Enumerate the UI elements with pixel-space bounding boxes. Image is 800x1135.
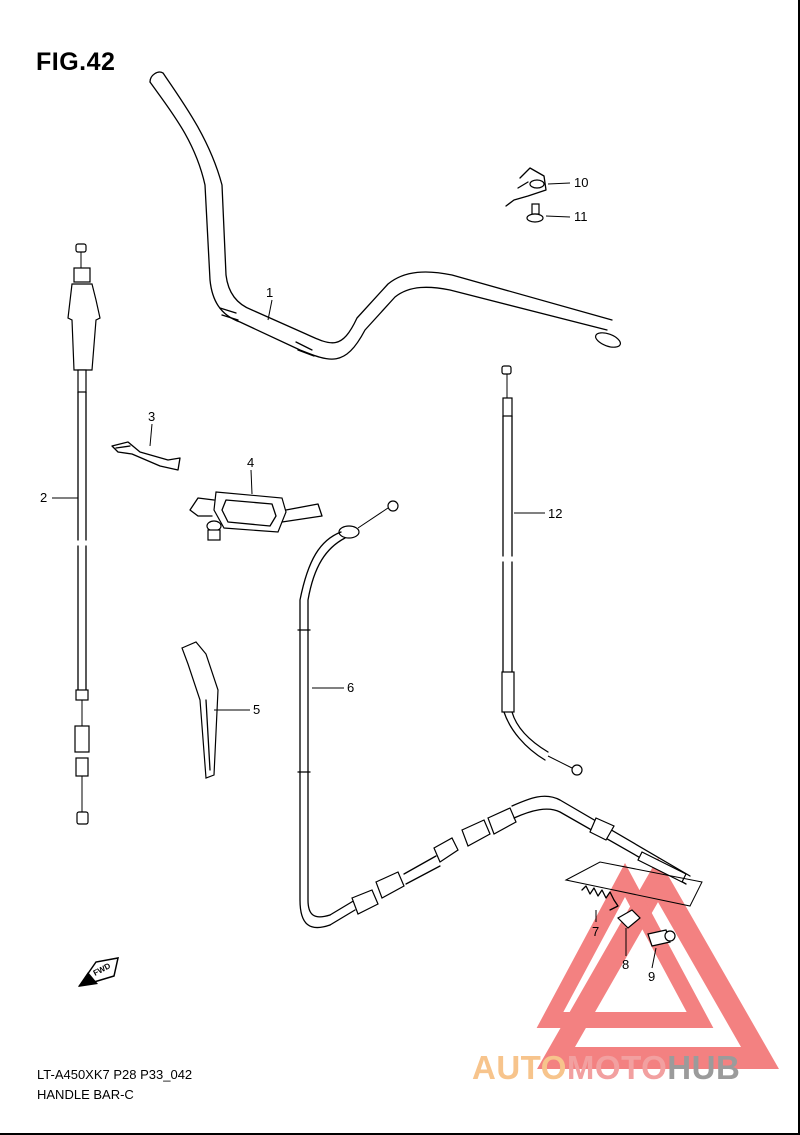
callout-2: 2 xyxy=(40,490,47,505)
callout-5: 5 xyxy=(253,702,260,717)
cable-part-12 xyxy=(501,365,583,776)
watermark-auto: AUTO xyxy=(472,1049,567,1086)
fwd-arrow: FWD xyxy=(78,957,119,987)
callout-7: 7 xyxy=(592,924,599,939)
watermark-moto: MOTO xyxy=(566,1049,668,1086)
spring-part-7 xyxy=(581,885,619,911)
collar-part-8 xyxy=(617,909,641,929)
parts-box-7-8-9 xyxy=(564,861,703,907)
cable-tie-part-5 xyxy=(181,641,219,779)
figure-name: HANDLE BAR-C xyxy=(37,1087,134,1102)
callout-11: 11 xyxy=(574,209,588,224)
callout-1: 1 xyxy=(266,285,273,300)
figure-title: FIG.42 xyxy=(36,48,116,76)
bracket-part-10 xyxy=(505,167,547,207)
pin-part-9 xyxy=(647,929,676,947)
holder-part-4 xyxy=(189,491,323,541)
watermark-text: AUTOMOTOHUB xyxy=(472,1049,740,1087)
watermark-hub: HUB xyxy=(667,1049,741,1086)
callout-12: 12 xyxy=(548,506,562,521)
callout-9: 9 xyxy=(648,969,655,984)
bolt-part-11 xyxy=(526,203,544,223)
cable-part-6 xyxy=(297,500,691,929)
cable-part-2 xyxy=(67,243,101,825)
clip-part-3 xyxy=(111,441,181,471)
leader-lines xyxy=(52,182,657,969)
handlebar-part-1 xyxy=(149,71,621,360)
callout-10: 10 xyxy=(574,175,588,190)
callout-4: 4 xyxy=(247,455,254,470)
callout-6: 6 xyxy=(347,680,354,695)
figure-code: LT-A450XK7 P28 P33_042 xyxy=(37,1067,193,1082)
callout-8: 8 xyxy=(622,957,629,972)
callout-3: 3 xyxy=(148,409,155,424)
watermark-logo xyxy=(536,857,779,1069)
